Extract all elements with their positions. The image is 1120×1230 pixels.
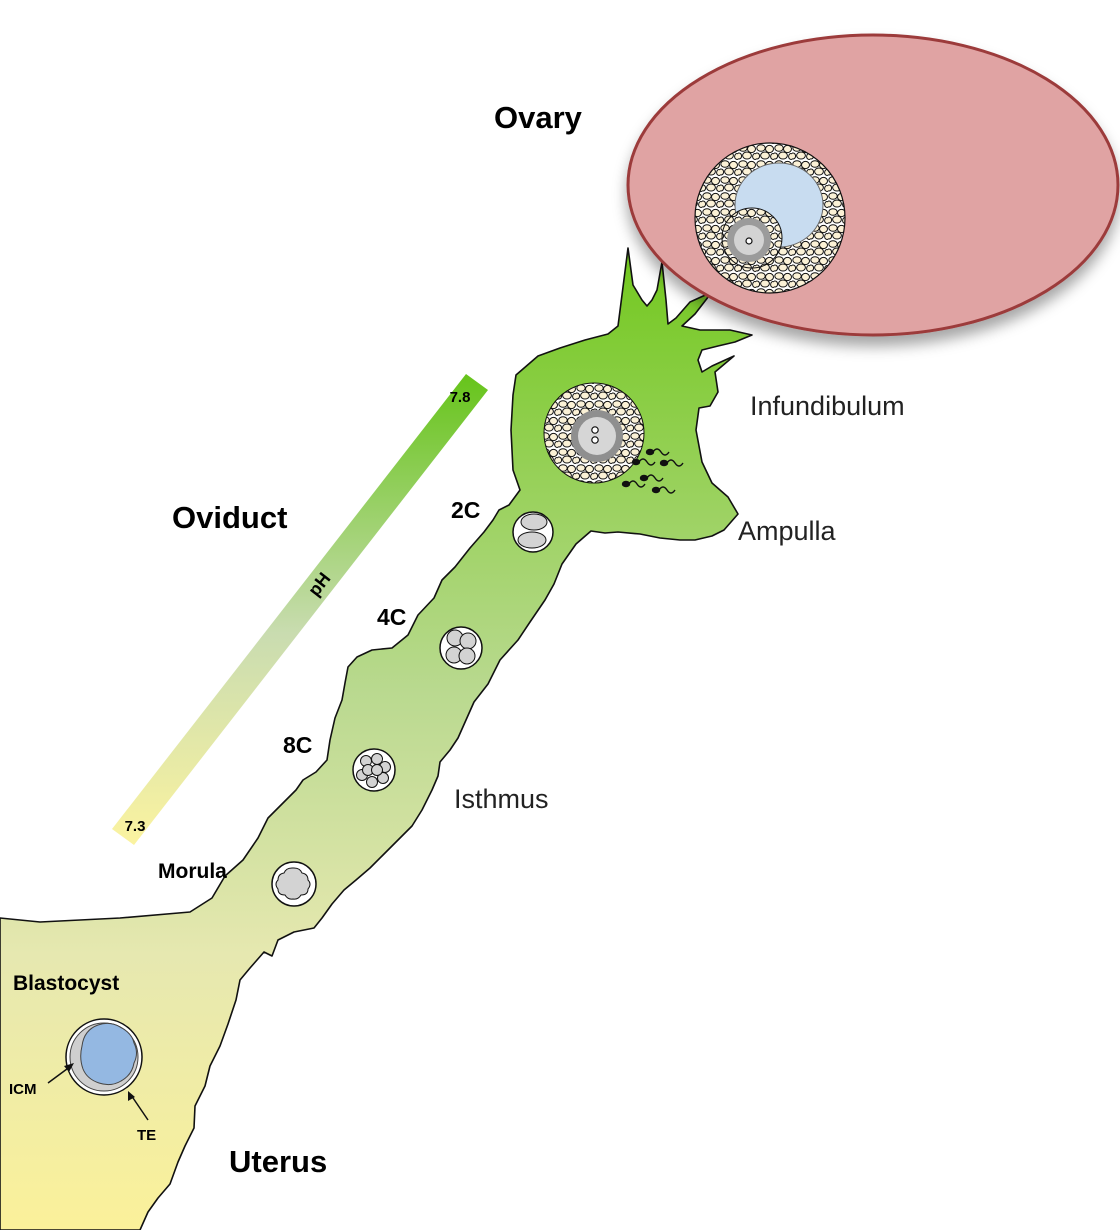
blastocoel [81,1023,137,1084]
ph-low-value: 7.3 [125,818,146,835]
ovary-body [628,35,1118,335]
isthmus-label: Isthmus [454,784,549,814]
stage-2c-label: 2C [451,497,480,523]
embryo-2-cell [513,512,553,552]
ovarian-follicle [695,143,845,293]
morula-label: Morula [158,860,227,883]
embryo-4-cell [440,627,482,669]
stage-4c-label: 4C [377,604,406,630]
oocyte-nucleus [746,238,752,244]
ovary-label: Ovary [494,100,583,135]
infundibulum-label: Infundibulum [750,391,905,421]
embryo-8-cell [353,749,395,791]
zygote [578,417,616,455]
ph-high-value: 7.8 [450,389,471,406]
stage-8c-label: 8C [283,732,312,758]
te-label: TE [137,1127,156,1144]
zygote-with-cumulus [544,383,644,483]
pronucleus [592,427,598,433]
ampulla-label: Ampulla [738,516,837,546]
blastocyst-label: Blastocyst [13,972,119,995]
ovary [628,35,1118,335]
uterus-label: Uterus [229,1144,327,1179]
pronucleus [592,437,598,443]
icm-label: ICM [9,1081,37,1098]
oviduct-label: Oviduct [172,500,287,535]
embryo-morula [272,862,316,906]
